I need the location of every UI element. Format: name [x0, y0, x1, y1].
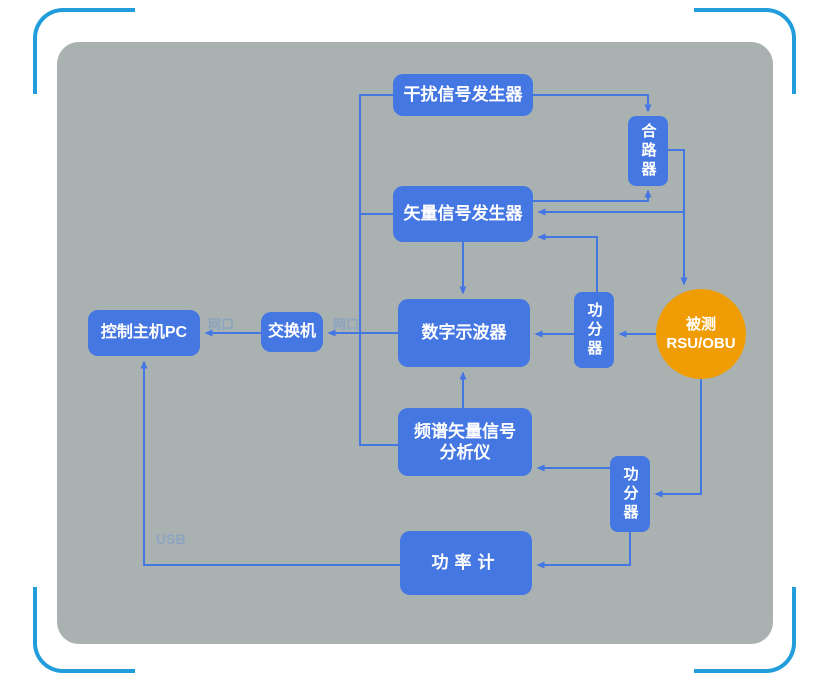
- node-power-divider-bottom: 功分器: [610, 456, 650, 532]
- edge-label-lan-switch-bus: 网口: [333, 317, 360, 332]
- node-label: 矢量信号发生器: [403, 204, 523, 224]
- dut-label-line2: RSU/OBU: [666, 335, 736, 352]
- node-combiner: 合路器: [628, 116, 668, 186]
- node-label: 数字示波器: [421, 323, 507, 343]
- node-vector-signal-generator: 矢量信号发生器: [393, 186, 533, 242]
- node-digital-oscilloscope: 数字示波器: [398, 299, 530, 367]
- edge-label-usb: USB: [156, 531, 186, 547]
- node-power-divider-top: 功分器: [574, 292, 614, 368]
- node-label: 干扰信号发生器: [403, 85, 523, 105]
- node-interference-signal-generator: 干扰信号发生器: [393, 74, 533, 116]
- node-control-host-pc: 控制主机PC: [88, 310, 200, 356]
- node-label: 交换机: [267, 323, 316, 340]
- node-dut-rsu-obu: 被测 RSU/OBU: [656, 289, 746, 379]
- node-power-meter: 功率计: [400, 531, 532, 595]
- edge-label-lan-pc-switch: 网口: [208, 317, 235, 332]
- corner-bracket-bottom-left: [33, 587, 135, 673]
- dut-label-line1: 被测: [685, 315, 716, 333]
- corner-bracket-top-right: [694, 8, 796, 94]
- node-label: 功率计: [431, 553, 501, 573]
- node-network-switch: 交换机: [261, 312, 323, 352]
- node-label-line2: 分析仪: [439, 443, 491, 462]
- node-spectrum-vector-signal-analyzer: 频谱矢量信号 分析仪: [398, 408, 532, 476]
- node-label-line1: 频谱矢量信号: [414, 421, 516, 441]
- corner-bracket-bottom-right: [694, 587, 796, 673]
- corner-bracket-top-left: [33, 8, 135, 94]
- node-label: 控制主机PC: [100, 324, 188, 341]
